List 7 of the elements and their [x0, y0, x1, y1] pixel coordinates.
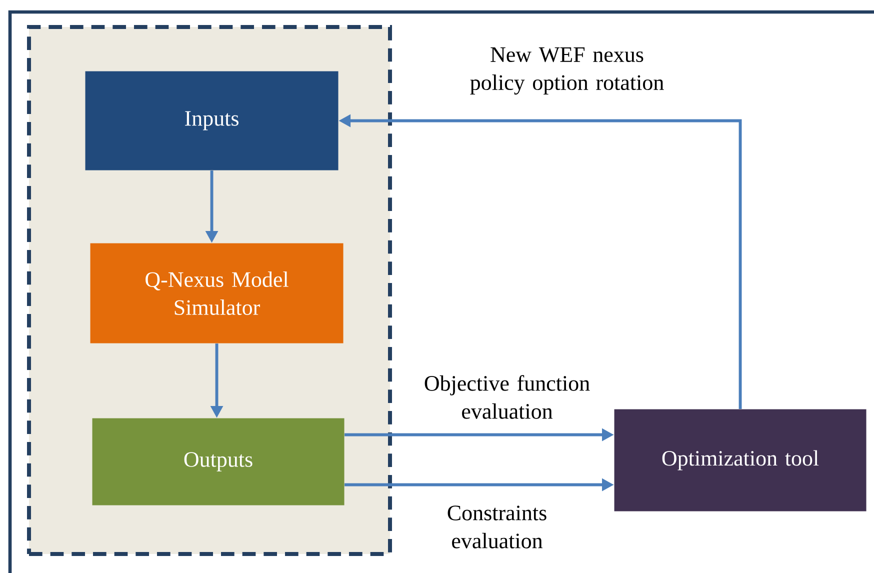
- edge-label: New WEF nexus policy option rotation: [470, 47, 664, 95]
- process-box: Outputs: [92, 418, 344, 506]
- edge-label: Constraints evaluation: [448, 506, 546, 548]
- process-box: Inputs: [85, 71, 338, 170]
- edge-label: Objective function evaluation: [424, 375, 590, 419]
- process-box: Q-Nexus Model Simulator: [90, 243, 344, 344]
- process-box: Optimization tool: [614, 409, 866, 512]
